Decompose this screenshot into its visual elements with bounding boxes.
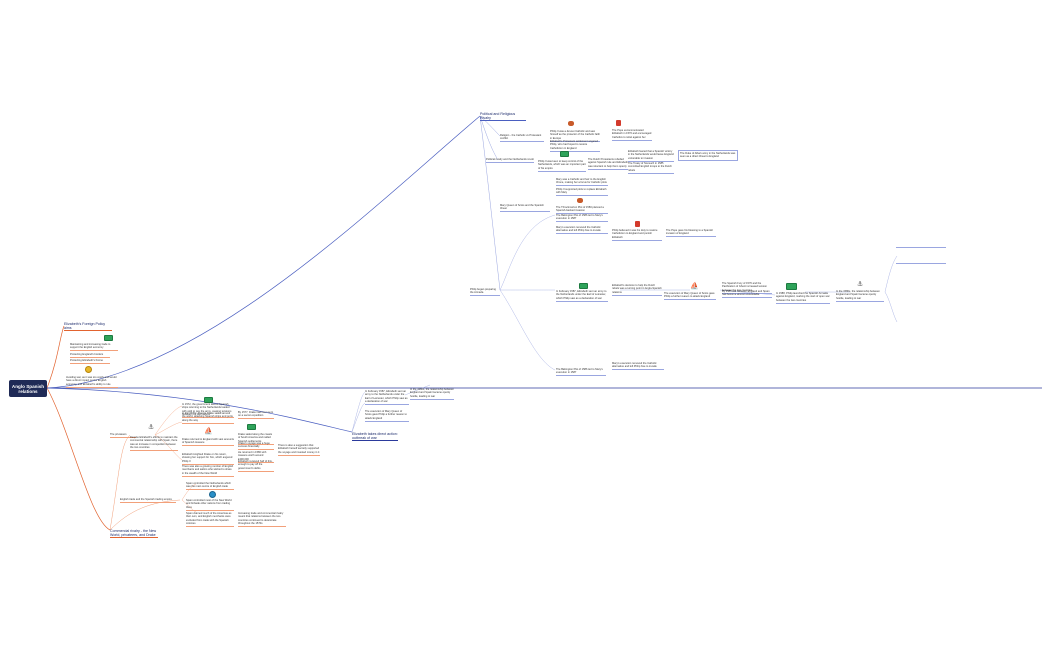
ship-icon: ⚓ bbox=[857, 280, 864, 288]
privateers-item[interactable]: In the 1570s, Francis Drake sailed aroun… bbox=[182, 412, 234, 424]
globe-icon bbox=[209, 491, 216, 498]
banknote-icon bbox=[786, 283, 797, 290]
mary-item[interactable]: Philip II supported plots to replace Eli… bbox=[556, 188, 608, 197]
foreign-policy-item[interactable]: Protecting Elizabeth's throne bbox=[70, 359, 110, 364]
privateers-item[interactable]: In 1572, the government seized Spanish s… bbox=[182, 403, 234, 419]
privateers-sub[interactable]: Drake sailed along the coasts of South A… bbox=[238, 433, 274, 445]
armada-detail[interactable] bbox=[896, 246, 946, 248]
banknote-icon bbox=[579, 283, 588, 289]
mary-item[interactable]: Mary was a Catholic and heir to the Engl… bbox=[556, 178, 608, 187]
privateers-sub[interactable]: Drake's voyage was a huge success financ… bbox=[238, 442, 274, 451]
mary-execution-detail[interactable]: Mary's execution removed the Catholic al… bbox=[612, 362, 664, 371]
crown-icon bbox=[616, 120, 621, 126]
topic-commercial-rivalry[interactable]: Commercial rivalry - the New World, priv… bbox=[110, 529, 158, 539]
mary-item[interactable]: The Throckmorton Plot of 1583 planned a … bbox=[556, 206, 608, 215]
branch-privateers[interactable]: The privateers bbox=[110, 433, 136, 438]
ship-icon: ⛵ bbox=[690, 282, 699, 290]
branch-netherlands[interactable]: Political rivalry and the Netherlands re… bbox=[486, 158, 534, 163]
netherlands-item[interactable]: Elizabeth feared that a Spanish victory … bbox=[628, 150, 674, 162]
invasion-detail[interactable]: By 1585 war between England and Spain ha… bbox=[722, 290, 772, 299]
netherlands-callout[interactable]: The Duke of Alba's army in the Netherlan… bbox=[678, 150, 738, 161]
direct-action-note[interactable]: In the 1580s, the relationship between E… bbox=[410, 388, 454, 400]
branch-philip-invasion[interactable]: Philip began preparing the Armada bbox=[470, 288, 500, 297]
invasion-step[interactable]: Elizabeth's decision to help the Dutch r… bbox=[612, 284, 662, 296]
netherlands-item[interactable]: The Treaty of Nonsuch in 1585 committed … bbox=[628, 162, 674, 174]
netherlands-item[interactable]: Philip II was keen to keep control of th… bbox=[538, 160, 586, 172]
direct-action-item[interactable]: The execution of Mary Queen of Scots gav… bbox=[365, 410, 409, 422]
trade-note[interactable]: Increasing trade and commercial rivalry … bbox=[238, 512, 286, 528]
foreign-policy-item[interactable]: Protecting England's borders bbox=[70, 353, 110, 358]
privateers-note[interactable]: There is also a suggestion that Elizabet… bbox=[278, 444, 320, 456]
mitre-icon bbox=[568, 121, 574, 126]
privateers-item[interactable]: Drake returned to England with vast amou… bbox=[182, 438, 234, 447]
privateers-sub[interactable]: He returned in 1580 with treasure worth … bbox=[238, 451, 274, 463]
banknote-icon bbox=[247, 424, 256, 430]
topic-political-religious-rivalry[interactable]: Political and Religious Rivalry bbox=[480, 112, 526, 122]
privateers-sub[interactable]: Elizabeth received half of this, enough … bbox=[238, 460, 274, 472]
banknote-icon bbox=[104, 335, 113, 341]
banknote-icon bbox=[204, 397, 213, 403]
privateers-sub[interactable]: By 1577, Drake had been sent on a secret… bbox=[238, 411, 274, 420]
ship-icon: ⛵ bbox=[204, 427, 213, 435]
direct-action-item[interactable]: In February 1587, Elizabeth sent an army… bbox=[365, 390, 409, 406]
trade-item[interactable]: Spain controlled most of the New World a… bbox=[186, 499, 234, 511]
trade-item[interactable]: Spain controlled the Netherlands which w… bbox=[186, 482, 234, 491]
privateers-intro[interactable]: Despite Elizabeth's efforts to maintain … bbox=[130, 436, 178, 452]
ship-icon: ⚓ bbox=[148, 423, 155, 431]
mitre-icon bbox=[577, 198, 583, 203]
foreign-policy-item[interactable]: Maintaining and increasing trade to supp… bbox=[70, 343, 118, 352]
mary-item[interactable]: The Babington Plot of 1586 led to Mary's… bbox=[556, 214, 608, 223]
coin-icon bbox=[85, 366, 92, 373]
branch-religion[interactable]: Religion - the Catholic vs Protestant co… bbox=[500, 134, 544, 143]
trade-item[interactable]: Spain claimed much of the Americas as th… bbox=[186, 512, 234, 528]
religion-item[interactable]: Elizabeth's Protestant settlement angere… bbox=[550, 140, 600, 152]
invasion-detail[interactable]: The Spanish Fury of 1576 and the Pacific… bbox=[722, 282, 772, 294]
root-topic[interactable]: Anglo Spanish relations bbox=[9, 380, 47, 397]
armada-summary[interactable]: In the 1580s, the relationship between E… bbox=[836, 290, 884, 302]
mary-chain[interactable]: The Pope gave his blessing to a Spanish … bbox=[666, 229, 716, 238]
invasion-step[interactable]: The execution of Mary Queen of Scots gav… bbox=[664, 292, 716, 301]
invasion-outcome[interactable]: In 1588, Philip launched the Spanish Arm… bbox=[776, 292, 830, 304]
privateers-item[interactable]: Elizabeth knighted Drake on his return, … bbox=[182, 453, 234, 465]
topic-foreign-policy-aims[interactable]: Elizabeth's Foreign Policy aims bbox=[64, 322, 112, 332]
banknote-icon bbox=[560, 151, 569, 157]
invasion-step[interactable]: In February 1587, Elizabeth sent an army… bbox=[556, 290, 608, 302]
mary-execution-summary[interactable]: The Babington Plot of 1586 led to Mary's… bbox=[556, 368, 606, 377]
foreign-policy-item[interactable]: Avoiding war, as it was too costly and w… bbox=[66, 376, 118, 388]
topic-direct-action[interactable]: Elizabeth takes direct action: outbreak … bbox=[352, 432, 398, 442]
mary-item[interactable]: Mary's execution removed the Catholic al… bbox=[556, 226, 608, 235]
crown-icon bbox=[635, 221, 640, 227]
religion-item[interactable]: Philip II was a devout Catholic and saw … bbox=[550, 130, 600, 142]
netherlands-item[interactable]: The Dutch Protestants rebelled against S… bbox=[588, 158, 628, 170]
privateers-item[interactable]: There was also a growing number of Engli… bbox=[182, 465, 234, 477]
branch-mary-queen-of-scots[interactable]: Mary Queen of Scots and the Spanish thre… bbox=[500, 204, 550, 213]
religion-item[interactable]: The Pope excommunicated Elizabeth in 157… bbox=[612, 129, 652, 141]
branch-english-trade[interactable]: English trade and the Spanish trading em… bbox=[120, 498, 176, 503]
mary-chain[interactable]: Philip believed it was his duty to resto… bbox=[612, 229, 662, 241]
armada-detail[interactable] bbox=[896, 262, 946, 264]
